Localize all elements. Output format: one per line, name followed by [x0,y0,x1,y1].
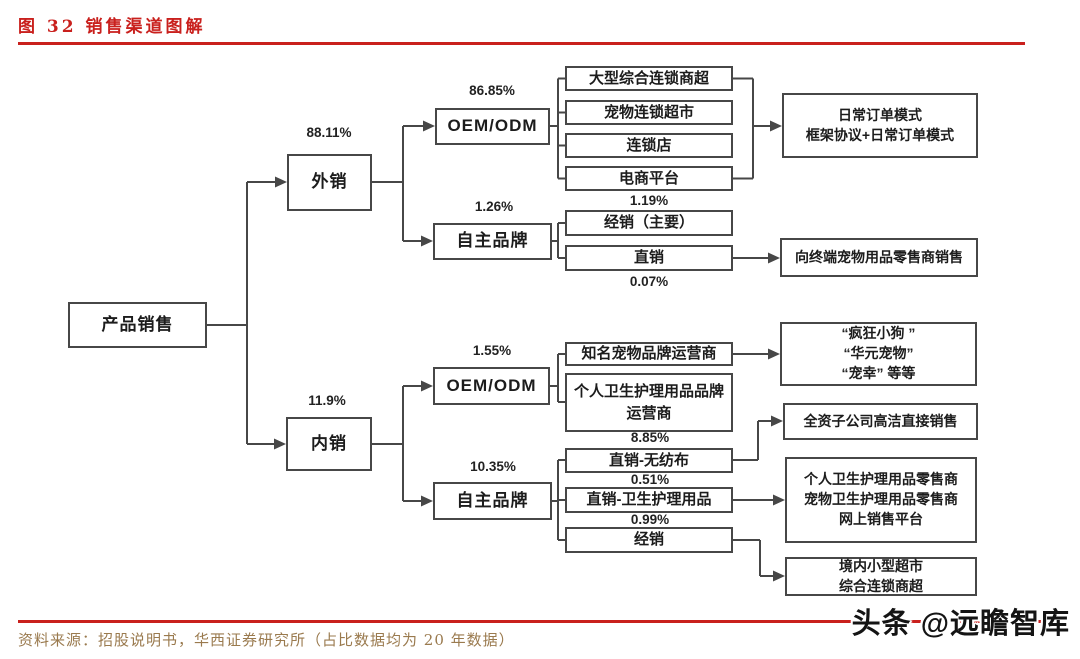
node-terminal-pet-retailers: 向终端宠物用品零售商销售 [780,238,978,277]
node-daily-order-mode: 日常订单模式 框架协议+日常订单模式 [782,93,978,158]
node-direct-hygiene-products: 直销-卫生护理用品 [565,487,733,513]
node-personal-hygiene-brand-operators: 个人卫生护理用品品牌 运营商 [565,373,733,432]
node-gaojie-direct: 全资子公司高洁直接销售 [783,403,978,440]
label-direct-nonwoven-share: 8.85% [630,430,670,445]
title-underline [18,42,1025,45]
node-domestic-small-super: 境内小型超市 综合连锁商超 [785,557,977,596]
label-distribution-domestic-share: 0.99% [630,512,670,527]
connector-paths [207,77,775,577]
node-ecommerce-platform: 电商平台 [565,166,733,191]
node-famous-pet-brand-operators: 知名宠物品牌运营商 [565,342,733,366]
arrow-heads [274,120,785,582]
node-distribution-main: 经销（主要） [565,210,733,236]
label-domestic-oem-share: 1.55% [472,343,512,358]
footer-rule [18,620,1058,623]
node-chain-store: 连锁店 [565,133,733,158]
label-direct-hygiene-share: 0.51% [630,472,670,487]
label-direct-export-share: 0.07% [629,274,669,289]
node-direct-nonwoven: 直销-无纺布 [565,448,733,473]
node-export-oem-odm: OEM/ODM [435,108,550,145]
watermark: 头条 @远瞻智库 [851,608,1070,640]
label-export-oem-share: 86.85% [469,83,515,98]
label-export-brand-share: 1.26% [474,199,514,214]
node-domestic-oem-odm: OEM/ODM [433,367,550,405]
node-product-sales: 产品销售 [68,302,207,348]
node-pet-chain-super: 宠物连锁超市 [565,100,733,125]
label-domestic-share: 11.9% [308,393,346,408]
node-hygiene-retailers-group: 个人卫生护理用品零售商 宠物卫生护理用品零售商 网上销售平台 [785,457,977,543]
node-export-own-brand: 自主品牌 [433,223,552,260]
node-export: 外销 [287,154,372,211]
label-domestic-brand-share: 10.35% [470,459,516,474]
label-distribution-main-share: 1.19% [629,193,669,208]
node-pet-brands-examples: “疯狂小狗 ” “华元宠物” “宠幸” 等等 [780,322,977,386]
figure-title: 图 32 销售渠道图解 [18,17,206,37]
source-note: 资料来源：招股说明书，华西证券研究所（占比数据均为 20 年数据） [18,631,515,649]
node-large-chain-super: 大型综合连锁商超 [565,66,733,91]
node-domestic-own-brand: 自主品牌 [433,482,552,520]
node-distribution-domestic: 经销 [565,527,733,553]
label-export-share: 88.11% [306,125,352,140]
node-direct-sales-export: 直销 [565,245,733,271]
node-domestic: 内销 [286,417,372,471]
